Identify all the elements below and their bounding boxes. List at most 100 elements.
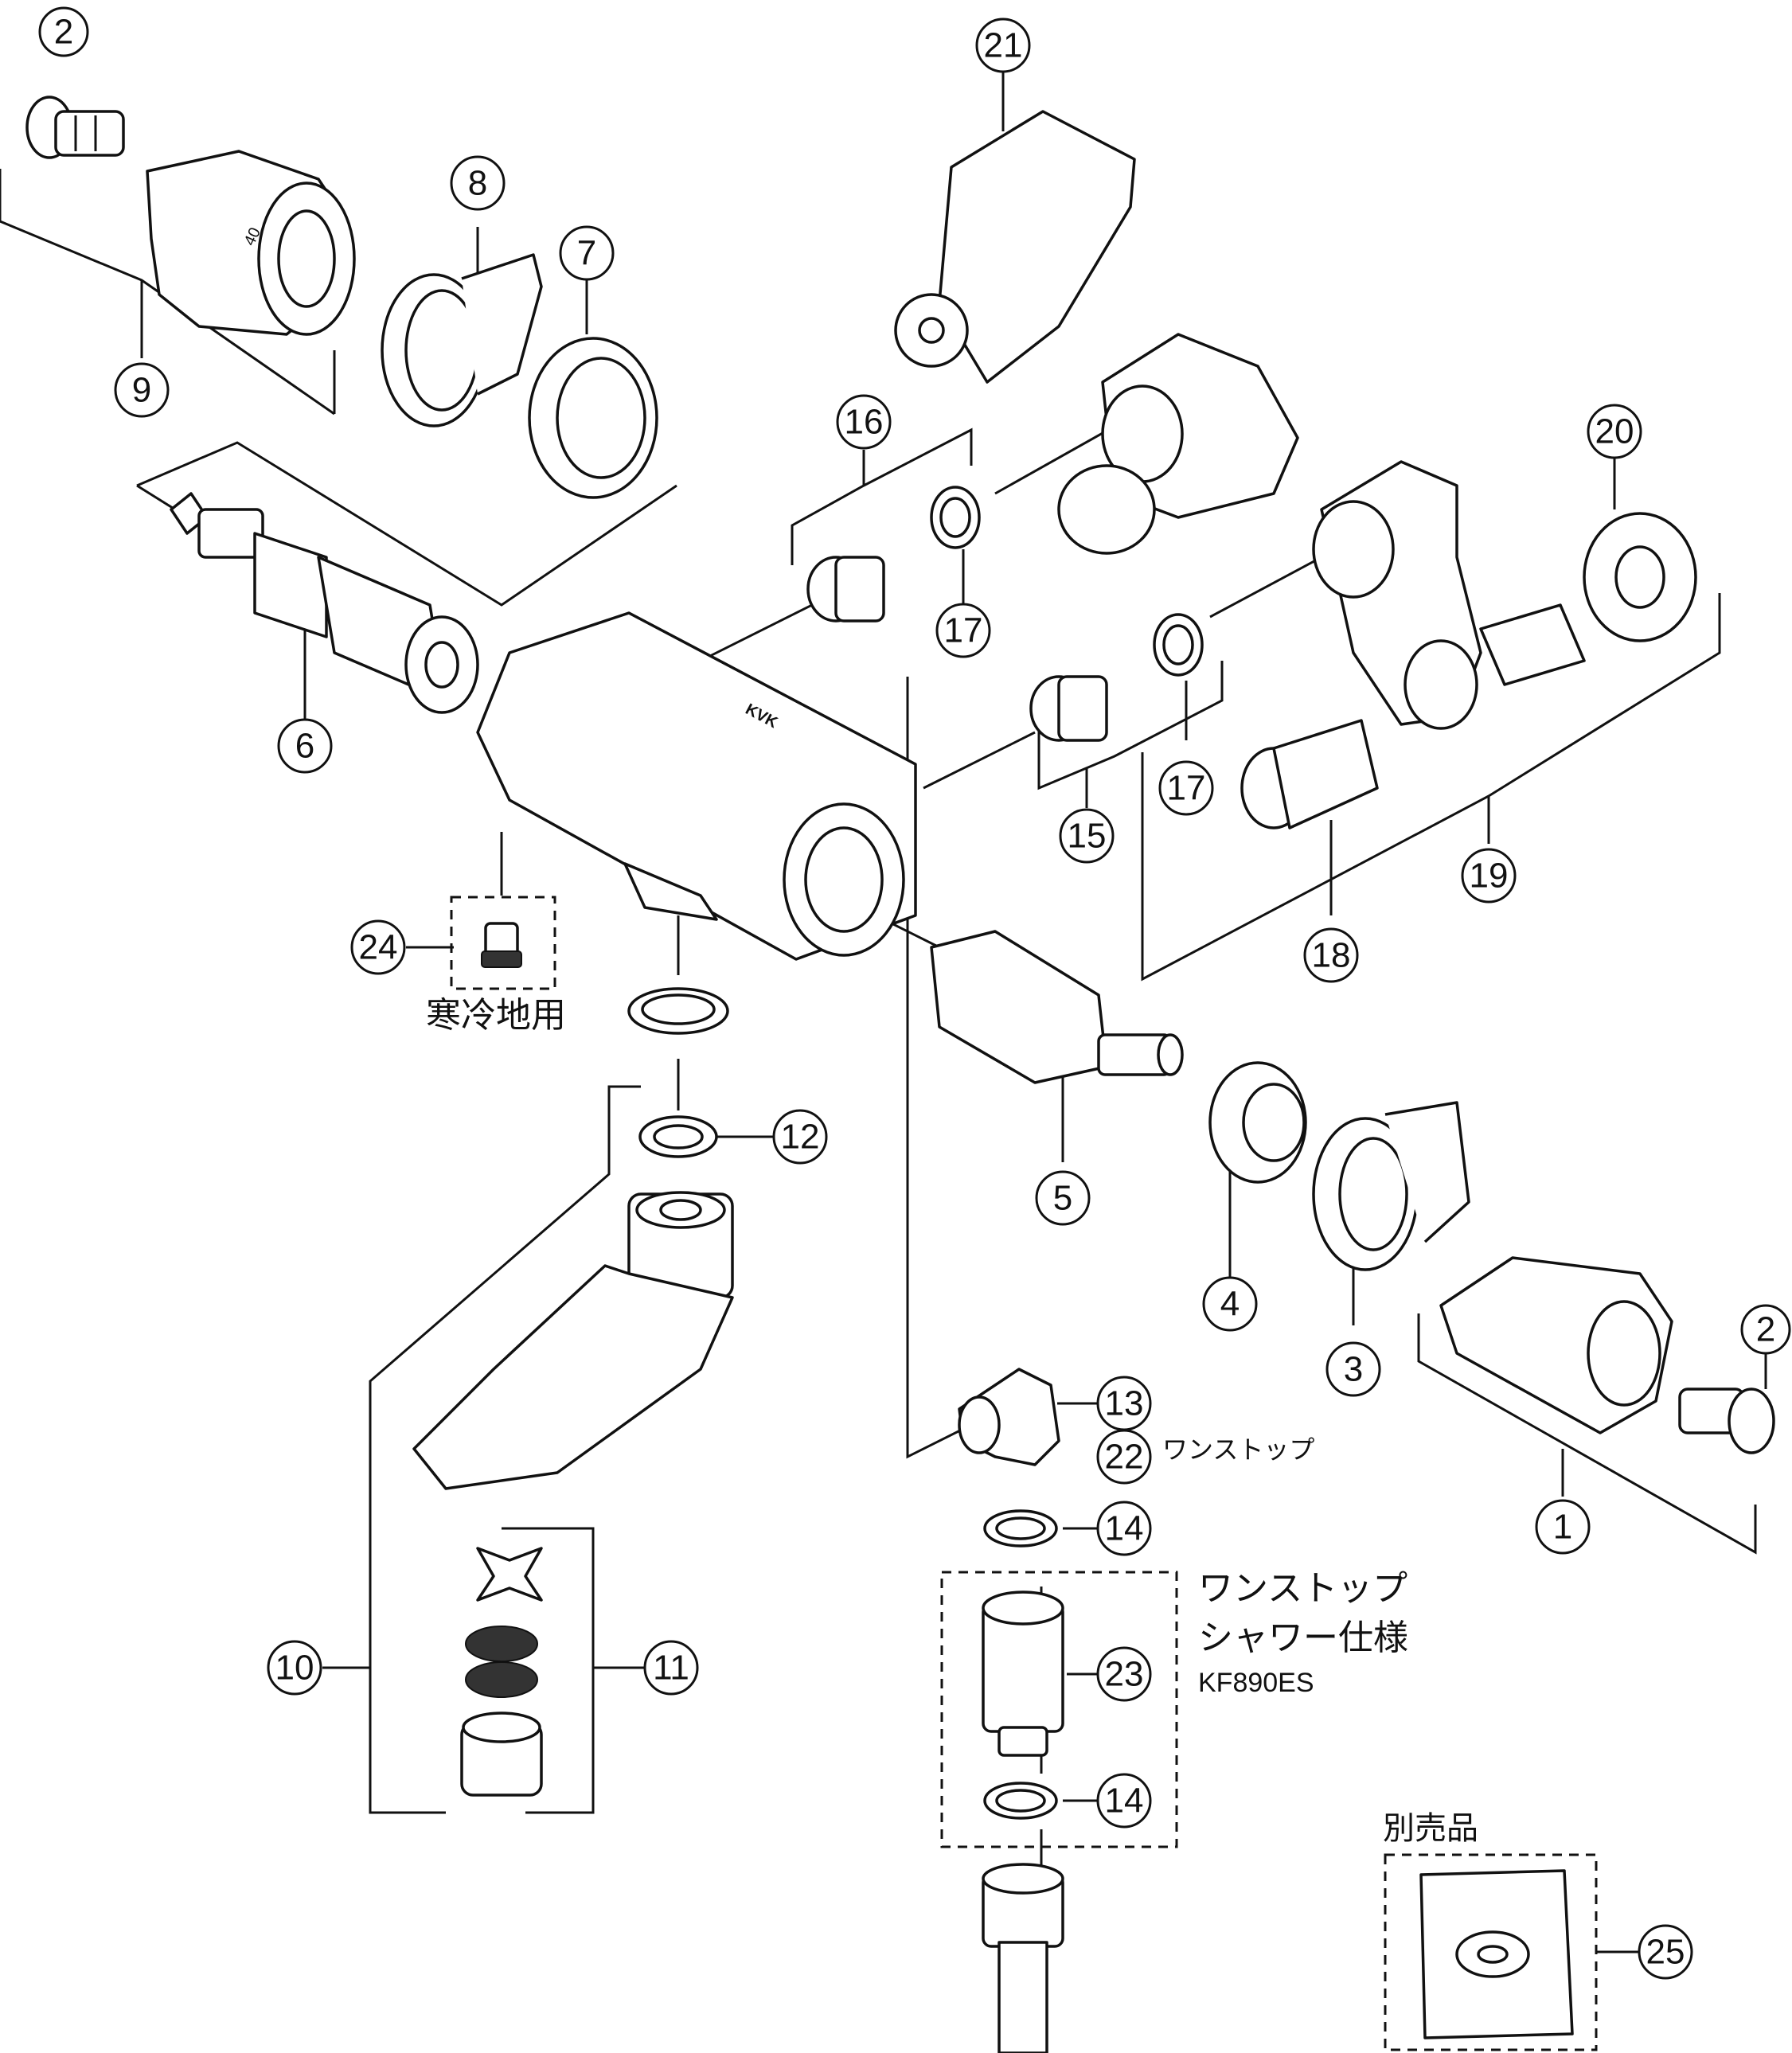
o-ring-part-upper xyxy=(627,987,729,1035)
callout-label: 14 xyxy=(1105,1782,1144,1821)
callout-label: 24 xyxy=(359,928,398,967)
callout-2-top: 2 xyxy=(38,6,89,57)
callouts: 2 9 8 7 6 21 16 17 20 17 15 19 18 24 12 xyxy=(38,6,1791,1980)
one-stop-shower-label-line2: シャワー仕様 xyxy=(1198,1618,1408,1657)
leader-lines xyxy=(0,72,1767,1953)
callout-label: 14 xyxy=(1105,1509,1144,1548)
adapter-nut-part xyxy=(1208,1061,1307,1184)
cold-region-label: 寒冷地用 xyxy=(426,996,566,1035)
sold-separately-box xyxy=(1384,1853,1598,2051)
model-label: KF890ES xyxy=(1198,1668,1314,1698)
one-stop-shower-box xyxy=(940,1571,1178,1848)
sold-separately-label: 別売品 xyxy=(1383,1811,1478,1846)
callout-label: 17 xyxy=(1167,769,1206,808)
flange-cover-part xyxy=(1583,512,1697,642)
callout-22: 22 xyxy=(1096,1429,1152,1485)
callout-12: 12 xyxy=(772,1109,828,1165)
callout-11: 11 xyxy=(643,1640,699,1696)
callout-label: 8 xyxy=(468,164,487,203)
callout-label: 19 xyxy=(1470,857,1509,896)
callout-label: 18 xyxy=(1312,936,1351,975)
callout-4: 4 xyxy=(1202,1276,1258,1332)
callout-8: 8 xyxy=(450,155,506,211)
spout-part xyxy=(412,1191,734,1490)
callout-label: 21 xyxy=(984,26,1023,65)
elbow-connector-part-upper xyxy=(1057,333,1299,555)
callout-16: 16 xyxy=(836,394,892,450)
callout-label: 1 xyxy=(1553,1508,1572,1547)
cap-button-part-top xyxy=(25,96,125,159)
callout-15: 15 xyxy=(1059,808,1115,864)
callout-label: 5 xyxy=(1053,1179,1072,1218)
callout-14-upper: 14 xyxy=(1096,1501,1152,1556)
thermostat-cartridge-part xyxy=(170,492,479,714)
callout-label: 6 xyxy=(295,727,314,766)
callout-10: 10 xyxy=(267,1640,322,1696)
callout-label: 15 xyxy=(1068,817,1107,856)
o-ring-part-14b xyxy=(983,1782,1058,1820)
callout-18: 18 xyxy=(1303,927,1359,983)
callout-17-upper: 17 xyxy=(935,603,991,658)
washer-part-17b xyxy=(1153,613,1204,677)
callout-label: 10 xyxy=(275,1649,314,1688)
dashed-boxes xyxy=(450,896,1598,2051)
callout-7: 7 xyxy=(559,225,615,281)
callout-9: 9 xyxy=(114,362,170,418)
one-stop-shower-label-line1: ワンストップ xyxy=(1198,1569,1407,1608)
faucet-body-part: KVK xyxy=(476,611,917,961)
shower-hook-part xyxy=(894,110,1136,384)
callout-20: 20 xyxy=(1587,404,1642,459)
aerator-part xyxy=(460,1547,543,1797)
seal-sheet-part xyxy=(1419,1869,1574,2039)
callout-label: 22 xyxy=(1105,1438,1144,1477)
callout-19: 19 xyxy=(1461,848,1517,904)
antifreeze-plug-part xyxy=(481,922,522,968)
callout-label: 7 xyxy=(577,234,596,273)
callout-label: 12 xyxy=(781,1118,820,1157)
callout-label: 25 xyxy=(1646,1933,1685,1972)
callout-label: 16 xyxy=(845,403,884,442)
callout-3: 3 xyxy=(1325,1341,1381,1397)
callout-24: 24 xyxy=(350,919,406,975)
callout-label: 2 xyxy=(54,13,73,52)
check-valve-part-16 xyxy=(806,556,885,623)
callout-label: 11 xyxy=(653,1649,689,1688)
cap-button-part-right xyxy=(1678,1388,1775,1454)
callout-17-lower: 17 xyxy=(1158,760,1214,816)
callout-13: 13 xyxy=(1096,1376,1152,1431)
callout-label: 23 xyxy=(1105,1655,1144,1694)
callout-14-lower: 14 xyxy=(1096,1773,1152,1829)
callout-2-right: 2 xyxy=(1740,1304,1791,1355)
shower-hose-part xyxy=(982,1863,1064,2053)
callout-1: 1 xyxy=(1535,1499,1591,1555)
callout-label: 2 xyxy=(1756,1310,1775,1349)
check-valve-part-15 xyxy=(1029,675,1108,742)
cold-region-box xyxy=(450,896,556,990)
annotations: 寒冷地用 ワンストップ ワンストップ シャワー仕様 KF890ES 別売品 xyxy=(426,996,1478,1846)
callout-label: 3 xyxy=(1344,1350,1363,1389)
shower-adapter-part xyxy=(982,1590,1064,1757)
callout-label: 9 xyxy=(132,371,151,410)
one-stop-label: ワンストップ xyxy=(1162,1435,1314,1464)
washer-part-17a xyxy=(930,486,981,549)
o-ring-part-12 xyxy=(638,1115,718,1158)
callout-21: 21 xyxy=(975,18,1031,73)
temperature-handle-part: 40 xyxy=(146,150,356,336)
callout-label: 20 xyxy=(1595,412,1634,451)
stopper-ring-part xyxy=(381,253,543,427)
callout-label: 13 xyxy=(1105,1384,1144,1423)
switching-valve-cartridge-part xyxy=(930,930,1184,1084)
switching-handle-part xyxy=(1439,1256,1673,1434)
elbow-part-13 xyxy=(958,1368,1060,1466)
eccentric-pipe-part xyxy=(1312,460,1586,730)
callout-5: 5 xyxy=(1035,1170,1091,1226)
o-ring-part-14a xyxy=(983,1509,1058,1548)
nut-ring-part xyxy=(528,337,658,499)
callout-label: 4 xyxy=(1220,1285,1240,1324)
callout-label: 17 xyxy=(944,611,983,650)
callout-23: 23 xyxy=(1096,1646,1152,1702)
stopper-ring-part-right xyxy=(1312,1101,1470,1271)
filter-strainer-part xyxy=(1240,719,1379,829)
callout-25: 25 xyxy=(1638,1924,1693,1980)
